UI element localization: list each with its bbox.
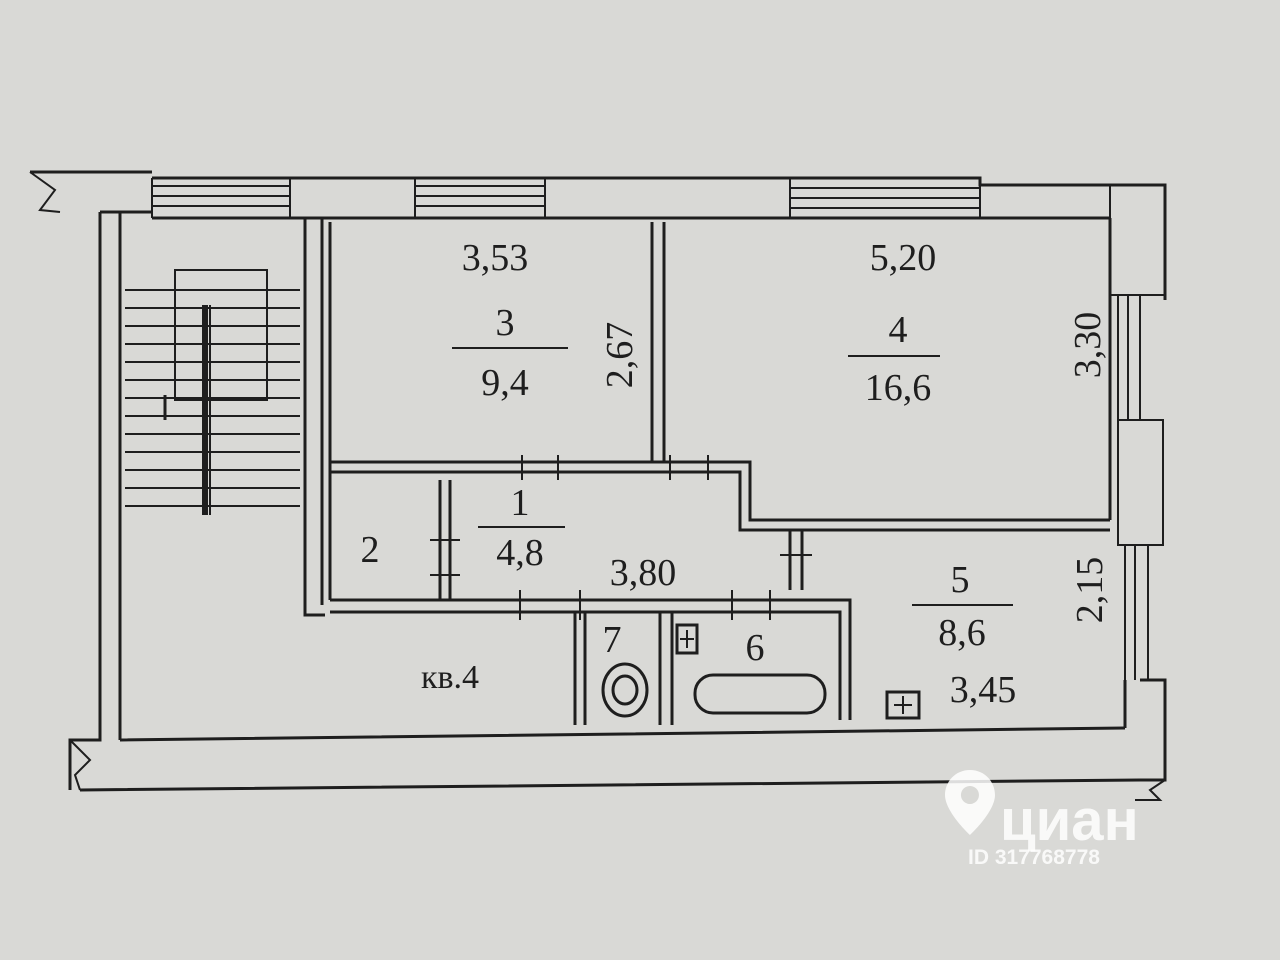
location-pin-icon — [945, 770, 995, 835]
room-5-width: 3,45 — [950, 669, 1017, 711]
wall-pier — [1117, 419, 1164, 546]
window-top-1 — [151, 178, 290, 218]
room-1-number: 1 — [511, 482, 530, 524]
window-top-3 — [790, 187, 980, 209]
labels: 3,53 3 9,4 2,67 5,20 4 16,6 3,30 1 4,8 3… — [361, 237, 1112, 711]
fraction-bars — [452, 347, 1013, 606]
fixtures — [601, 623, 921, 720]
watermark: циан ID 317768778 — [945, 770, 1139, 869]
room-3-depth: 2,67 — [599, 322, 641, 389]
staircase — [125, 269, 300, 515]
toilet-icon — [601, 662, 649, 718]
room-7-number: 7 — [603, 619, 622, 661]
window-top-2 — [415, 185, 545, 207]
interior-walls — [303, 218, 1112, 725]
room-4-width: 5,20 — [870, 237, 937, 279]
room-4-number: 4 — [889, 309, 908, 351]
room-6-number: 6 — [746, 627, 765, 669]
room-4-depth: 3,30 — [1067, 312, 1109, 379]
room-3-area: 9,4 — [481, 362, 529, 404]
watermark-brand: циан — [1000, 788, 1139, 853]
window-right-2 — [1124, 545, 1149, 680]
watermark-id: ID 317768778 — [968, 846, 1100, 869]
room-5-area: 8,6 — [938, 612, 986, 654]
door-marks — [430, 455, 812, 620]
room-3-number: 3 — [496, 302, 515, 344]
wall-pier — [289, 177, 416, 219]
vent-icon — [885, 690, 921, 720]
room-4-area: 16,6 — [865, 367, 932, 409]
room-3-width: 3,53 — [462, 237, 529, 279]
outer-wall-right — [1123, 678, 1167, 782]
outer-wall-left — [68, 212, 122, 790]
wall-pier — [979, 184, 1111, 219]
stair-steps — [125, 289, 300, 507]
room-5-number: 5 — [951, 559, 970, 601]
bathtub-icon — [693, 673, 827, 715]
window-right-1 — [1110, 294, 1165, 420]
room-1-area: 4,8 — [496, 532, 544, 574]
room-1-length: 3,80 — [610, 552, 677, 594]
vent-icon — [675, 623, 699, 655]
room-5-depth: 2,15 — [1069, 557, 1111, 624]
windows — [151, 177, 1165, 680]
room-2-number: 2 — [361, 529, 380, 571]
apartment-label: кв.4 — [421, 659, 479, 696]
